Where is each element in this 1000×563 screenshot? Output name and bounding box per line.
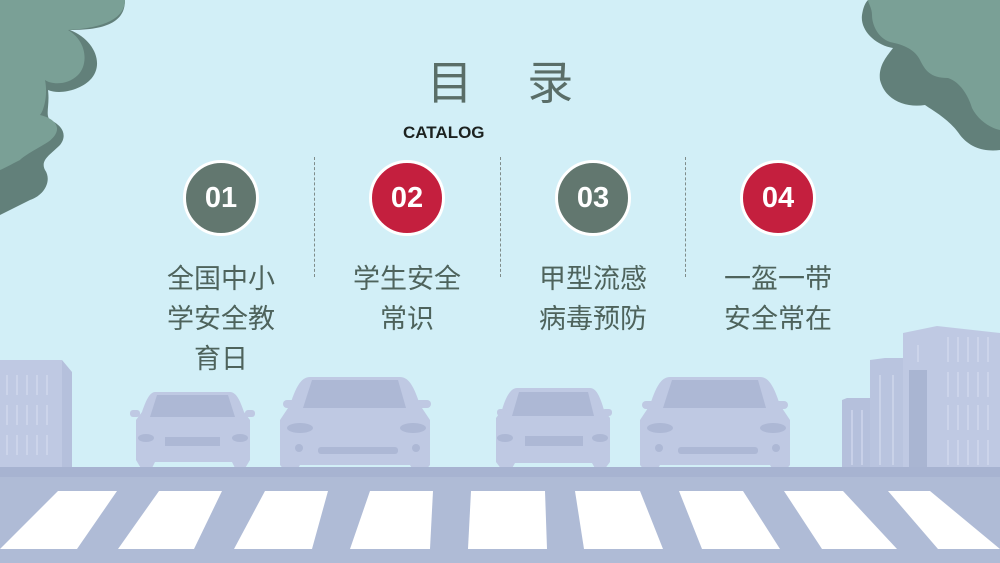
catalog-item-3[interactable]: 03 甲型流感病毒预防 — [528, 160, 658, 340]
car-4 — [640, 377, 790, 472]
number-badge: 04 — [740, 160, 816, 236]
tree-top-right — [861, 0, 1000, 151]
number-badge: 02 — [369, 160, 445, 236]
number-badge: 01 — [183, 160, 259, 236]
catalog-item-1[interactable]: 01 全国中小学安全教育日 — [156, 160, 286, 380]
building-left — [0, 360, 72, 470]
car-3 — [496, 388, 612, 470]
number-badge: 03 — [555, 160, 631, 236]
catalog-item-label: 学生安全常识 — [353, 264, 461, 335]
catalog-item-label: 甲型流感病毒预防 — [539, 264, 647, 335]
page-title: 目 录 — [426, 56, 594, 110]
catalog-item-label: 全国中小学安全教育日 — [167, 264, 275, 375]
tree-top-left — [0, 0, 125, 215]
divider — [500, 157, 501, 277]
divider — [314, 157, 315, 277]
road-crosswalk — [0, 467, 1000, 563]
catalog-item-4[interactable]: 04 一盔一带安全常在 — [713, 160, 843, 340]
catalog-item-label: 一盔一带安全常在 — [724, 264, 832, 335]
car-1 — [130, 392, 255, 470]
divider — [685, 157, 686, 277]
page-subtitle: CATALOG — [403, 123, 485, 142]
buildings-right — [842, 326, 1000, 470]
car-2 — [280, 377, 431, 472]
catalog-item-2[interactable]: 02 学生安全常识 — [342, 160, 472, 340]
